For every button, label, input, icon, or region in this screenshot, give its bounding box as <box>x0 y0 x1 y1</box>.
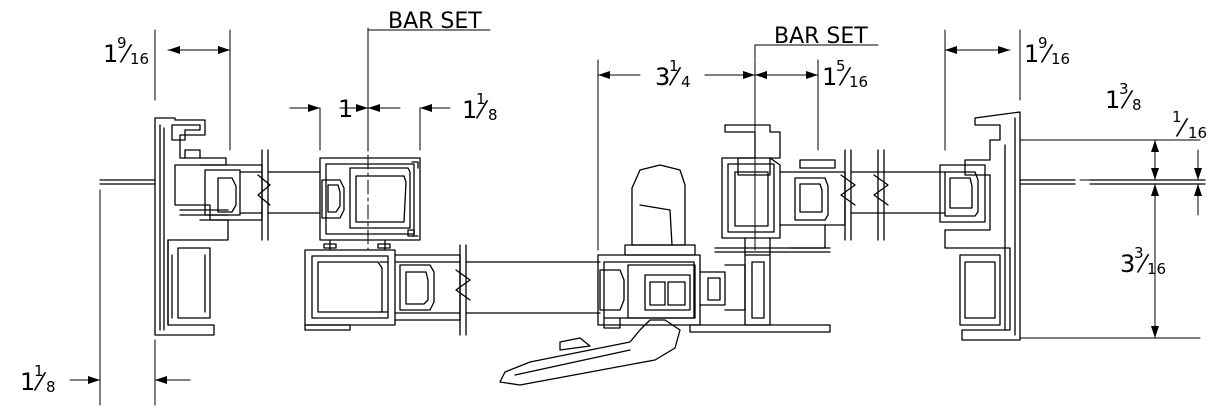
svg-text:8: 8 <box>1132 96 1142 114</box>
svg-text:1: 1 <box>476 90 486 108</box>
meeting-rail-upper <box>319 157 421 241</box>
svg-text:16: 16 <box>849 73 868 91</box>
dim-mid-one-eighth: 1 1 ⁄ 8 <box>462 90 498 124</box>
svg-text:5: 5 <box>836 57 846 75</box>
left-glass-unit <box>199 149 321 241</box>
svg-text:16: 16 <box>1051 50 1070 68</box>
bar-set-label-left: BAR SET <box>388 9 482 34</box>
svg-text:1: 1 <box>1105 86 1120 114</box>
svg-text:9: 9 <box>117 34 127 52</box>
svg-text:3: 3 <box>1134 244 1144 262</box>
dim-right-bottom: 3 3 ⁄ 16 <box>1120 244 1166 278</box>
svg-text:8: 8 <box>46 378 56 396</box>
dim-right-top: 1 3 ⁄ 8 <box>1105 80 1142 114</box>
svg-text:3: 3 <box>1119 80 1129 98</box>
svg-text:1: 1 <box>822 63 837 91</box>
sash-lock-assembly <box>499 164 746 386</box>
left-frame-profile <box>99 117 229 336</box>
svg-text:4: 4 <box>681 73 691 91</box>
svg-text:16: 16 <box>1147 260 1166 278</box>
svg-text:1: 1 <box>669 57 679 75</box>
dim-top-right: 1 9 ⁄ 16 <box>1024 34 1070 68</box>
svg-text:1: 1 <box>34 362 44 380</box>
svg-text:3: 3 <box>655 63 670 91</box>
dimension-arrows <box>69 46 1202 384</box>
meeting-rail-lower <box>304 239 601 336</box>
dim-bottom-left: 1 1 ⁄ 8 <box>20 362 56 396</box>
svg-text:16: 16 <box>130 50 149 68</box>
svg-text:1: 1 <box>1024 40 1039 68</box>
svg-text:1: 1 <box>103 40 118 68</box>
dim-mid-one: 1 <box>338 95 353 123</box>
svg-text:3: 3 <box>1120 250 1135 278</box>
dimension-lines <box>99 27 1206 406</box>
svg-text:1: 1 <box>462 96 477 124</box>
svg-text:1: 1 <box>1172 108 1182 126</box>
svg-text:1: 1 <box>20 368 35 396</box>
dim-center: 3 1 ⁄ 4 <box>655 57 691 91</box>
dim-center-right: 1 5 ⁄ 16 <box>822 57 868 91</box>
svg-text:8: 8 <box>488 106 498 124</box>
center-rail <box>689 124 879 333</box>
svg-text:9: 9 <box>1038 34 1048 52</box>
bar-set-leaders <box>367 29 879 46</box>
right-frame-profile <box>873 111 1206 341</box>
svg-text:16: 16 <box>1188 124 1207 142</box>
dim-top-left: 1 9 ⁄ 16 <box>103 34 149 68</box>
dim-right-small: 1 ⁄ 16 <box>1172 108 1207 142</box>
bar-set-label-right: BAR SET <box>774 24 868 49</box>
